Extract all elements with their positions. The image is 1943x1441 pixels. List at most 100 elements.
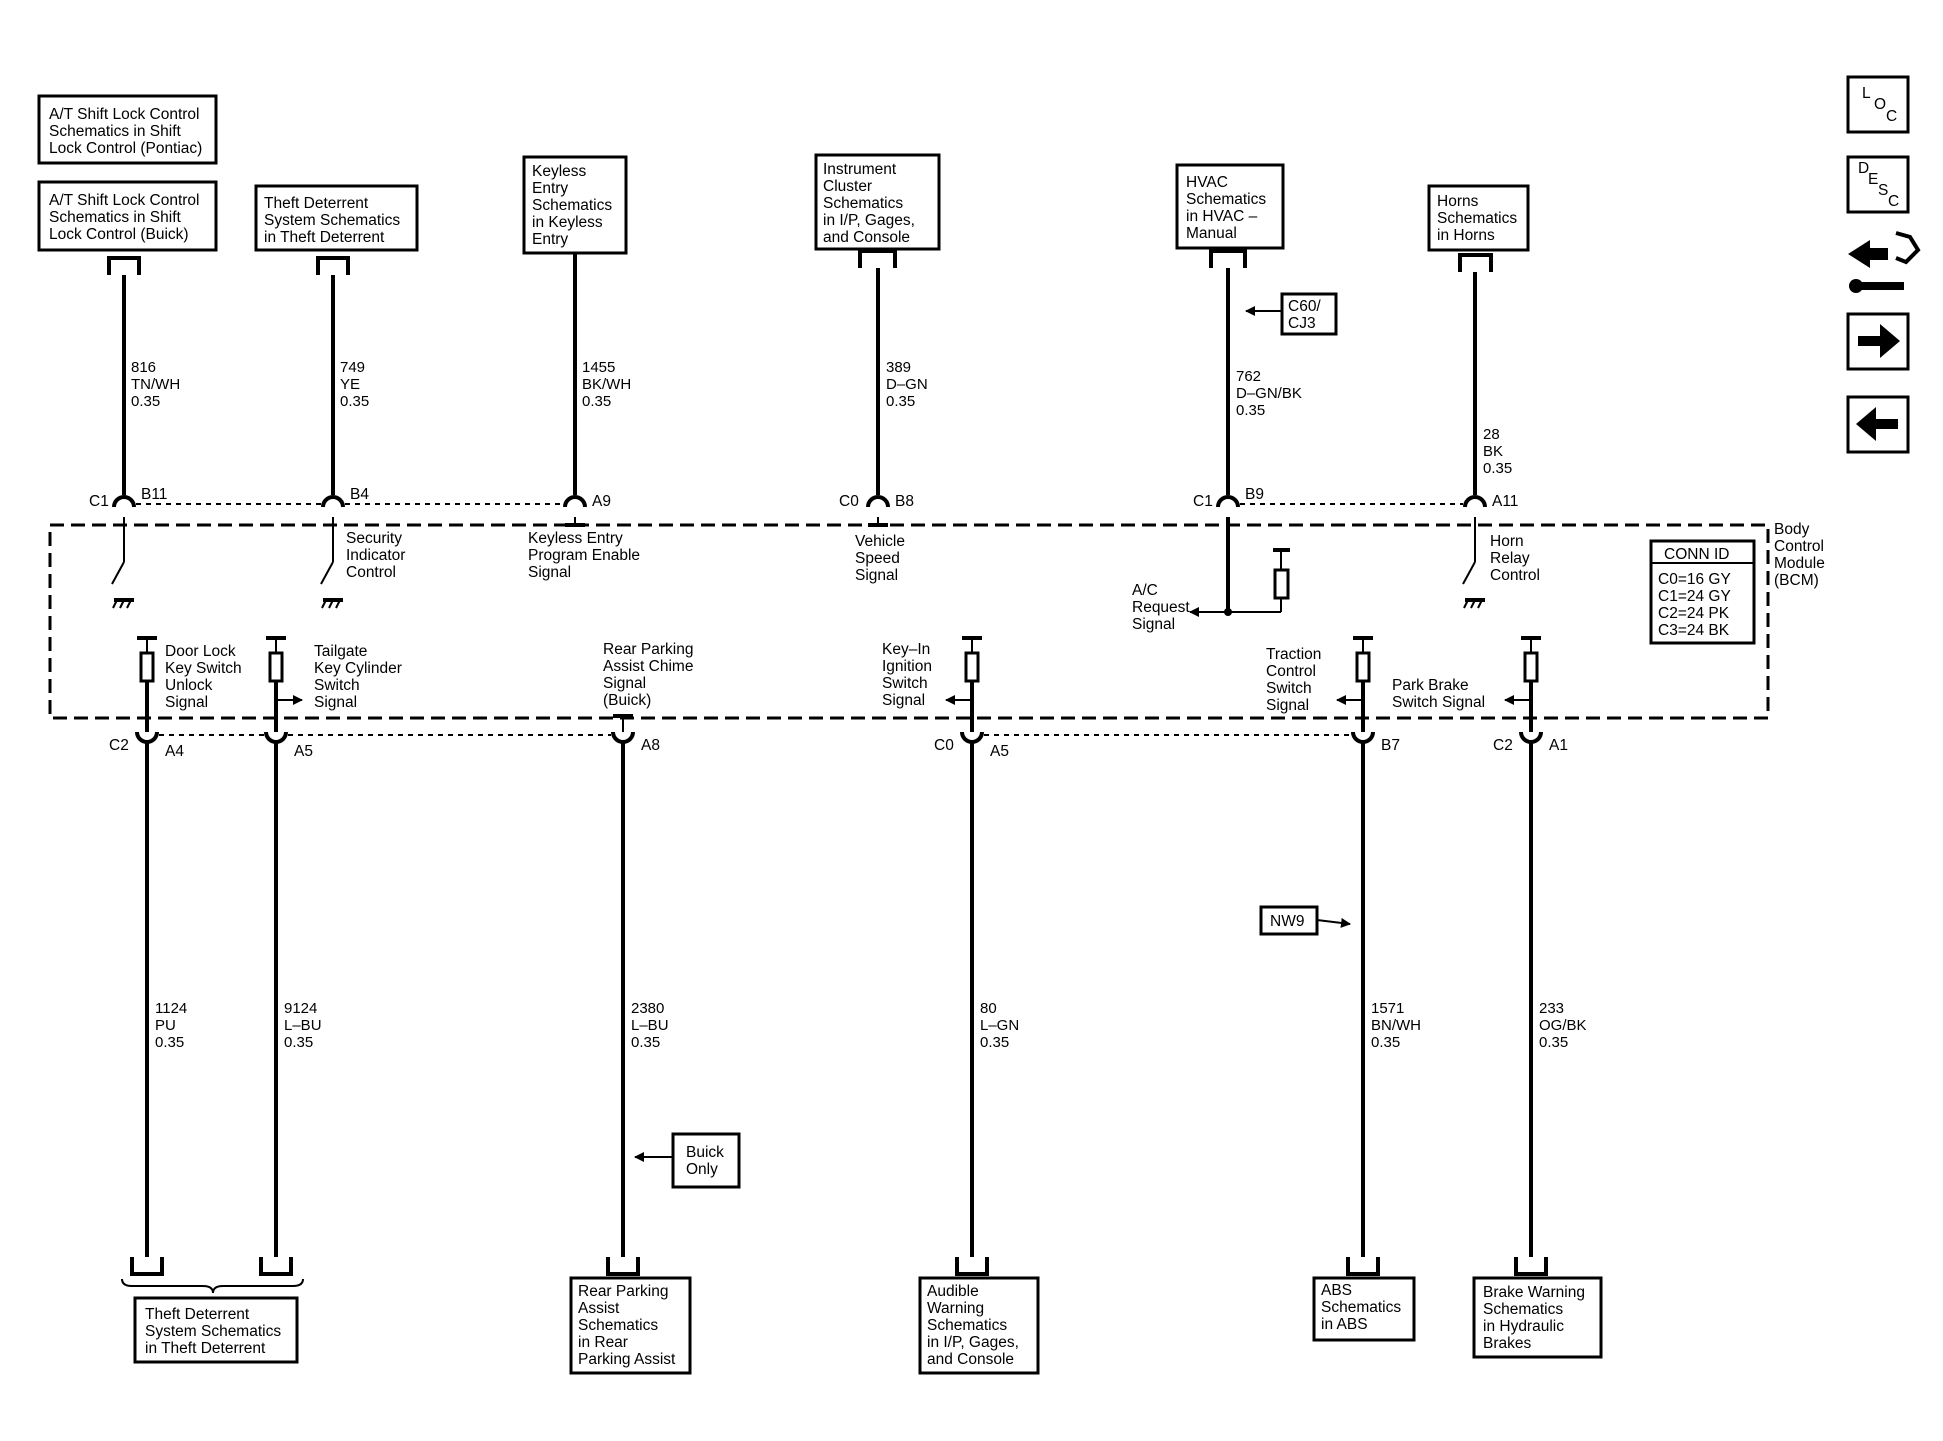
wire-color: L–BU [631,1017,669,1034]
module-label-line: (BCM) [1774,572,1819,589]
conn-id-row: C1=24 GY [1658,588,1731,605]
tag-line: Buick [686,1144,724,1161]
connector-id: C1 [1193,493,1213,510]
loc-icon[interactable]: L O C [1846,75,1910,134]
speed-input-stub [868,517,888,527]
signal-line: Signal [603,675,646,692]
signal-door-lock-unlock: Door Lock Key Switch Unlock Signal [165,643,242,711]
signal-rear-parking-chime: Rear Parking Assist Chime Signal (Buick) [603,641,693,709]
ref-line: HVAC [1186,174,1228,191]
signal-line: Signal [855,567,898,584]
signal-line: Signal [1266,697,1309,714]
module-label-line: Body [1774,521,1810,538]
signal-security-indicator: Security Indicator Control [346,530,405,581]
pullup-key-in [945,636,982,732]
module-label-line: Control [1774,538,1824,555]
ref-line: Schematics [532,197,612,214]
ref-line: in Theft Deterrent [264,229,385,246]
signal-line: Signal [882,692,925,709]
signal-line: Control [1266,663,1316,680]
ref-box-abs[interactable]: ABS Schematics in ABS [1312,1276,1416,1342]
component-icon[interactable] [1848,231,1921,293]
wire-color: OG/BK [1539,1017,1587,1034]
ref-box-instrument-cluster[interactable]: Instrument Cluster Schematics in I/P, Ga… [814,153,941,251]
ref-box-brake-warning[interactable]: Brake Warning Schematics in Hydraulic Br… [1472,1276,1603,1359]
next-arrow-icon[interactable] [1846,312,1910,371]
wire-circuit: 2380 [631,1000,664,1017]
signal-line: Control [346,564,396,581]
signal-line: Switch [882,675,928,692]
pin-id: A11 [1492,493,1518,510]
ref-line: Entry [532,180,568,197]
ref-line: Cluster [823,178,872,195]
tag-line: CJ3 [1288,315,1316,332]
ref-line: Rear Parking [578,1283,668,1300]
top-connector-markers [112,495,1487,508]
brace [121,1278,304,1294]
wire-color: D–GN/BK [1236,385,1302,402]
ref-line: Instrument [823,161,897,178]
ref-line: Parking Assist [578,1351,676,1368]
signal-line: Tailgate [314,643,367,660]
wire-gauge: 0.35 [284,1034,313,1051]
wire-gauge: 0.35 [1371,1034,1400,1051]
ref-line: Schematics [1321,1299,1401,1316]
ref-line: Entry [532,231,568,248]
ref-box-audible-warning[interactable]: Audible Warning Schematics in I/P, Gages… [918,1276,1040,1375]
wire-circuit: 1571 [1371,1000,1404,1017]
ref-box-shift-lock-buick[interactable]: A/T Shift Lock Control Schematics in Shi… [37,180,218,252]
ref-line: in I/P, Gages, [823,212,915,229]
ref-line: Keyless [532,163,587,180]
ref-box-hvac[interactable]: HVAC Schematics in HVAC – Manual [1175,163,1285,250]
signal-line: Signal [314,694,357,711]
signal-line: Key–In [882,641,930,658]
loc-letter: L [1862,85,1871,102]
wire-color: TN/WH [131,376,180,393]
ref-line: Warning [927,1300,984,1317]
tag-c60-cj3: C60/ CJ3 [1245,292,1338,336]
rear-parking-stub [613,714,633,732]
ref-line: in HVAC – [1186,208,1258,225]
ref-line: in Hydraulic [1483,1318,1564,1335]
desc-letter: S [1878,182,1888,199]
pin-id: B4 [350,486,369,503]
conn-id-box: CONN ID C0=16 GY C1=24 GY C2=24 PK C3=24… [1649,539,1756,645]
signal-line: Park Brake [1392,677,1469,694]
conn-id-title: CONN ID [1664,546,1729,563]
ref-box-rear-parking[interactable]: Rear Parking Assist Schematics in Rear P… [569,1276,692,1375]
signal-line: Indicator [346,547,405,564]
ref-line: Theft Deterrent [264,195,369,212]
prev-arrow-icon[interactable] [1846,395,1910,454]
ref-box-theft-deterrent-top[interactable]: Theft Deterrent System Schematics in The… [254,184,419,252]
wire-gauge: 0.35 [1236,402,1265,419]
signal-line: Speed [855,550,900,567]
desc-letter: D [1858,160,1869,177]
wire-color: BK [1483,443,1503,460]
ref-box-horns[interactable]: Horns Schematics in Horns [1427,184,1530,252]
ref-line: Schematics [1483,1301,1563,1318]
signal-line: Signal [165,694,208,711]
ref-line: Lock Control (Buick) [49,226,189,243]
pin-id: A9 [592,493,611,510]
ref-box-keyless-entry[interactable]: Keyless Entry Schematics in Keyless Entr… [522,155,628,255]
connector-id: C0 [934,737,954,754]
desc-icon[interactable]: D E S C [1846,155,1910,214]
pullup-park-brake [1504,636,1541,732]
tag-line: Only [686,1161,718,1178]
ref-line: Horns [1437,193,1479,210]
ref-box-theft-deterrent-bottom[interactable]: Theft Deterrent System Schematics in The… [133,1296,299,1364]
signal-traction-control: Traction Control Switch Signal [1266,646,1321,714]
tag-nw9: NW9 [1259,905,1351,936]
ref-line: A/T Shift Lock Control [49,106,199,123]
desc-letter: C [1888,193,1899,210]
ref-line: in Horns [1437,227,1495,244]
wire-gauge: 0.35 [631,1034,660,1051]
ref-box-shift-lock-pontiac[interactable]: A/T Shift Lock Control Schematics in Shi… [37,94,218,165]
pin-id: B8 [895,493,914,510]
signal-line: Unlock [165,677,213,694]
ref-line: ABS [1321,1282,1352,1299]
pin-id: A5 [990,743,1009,760]
ref-line: Assist [578,1300,620,1317]
wire-circuit: 816 [131,359,156,376]
